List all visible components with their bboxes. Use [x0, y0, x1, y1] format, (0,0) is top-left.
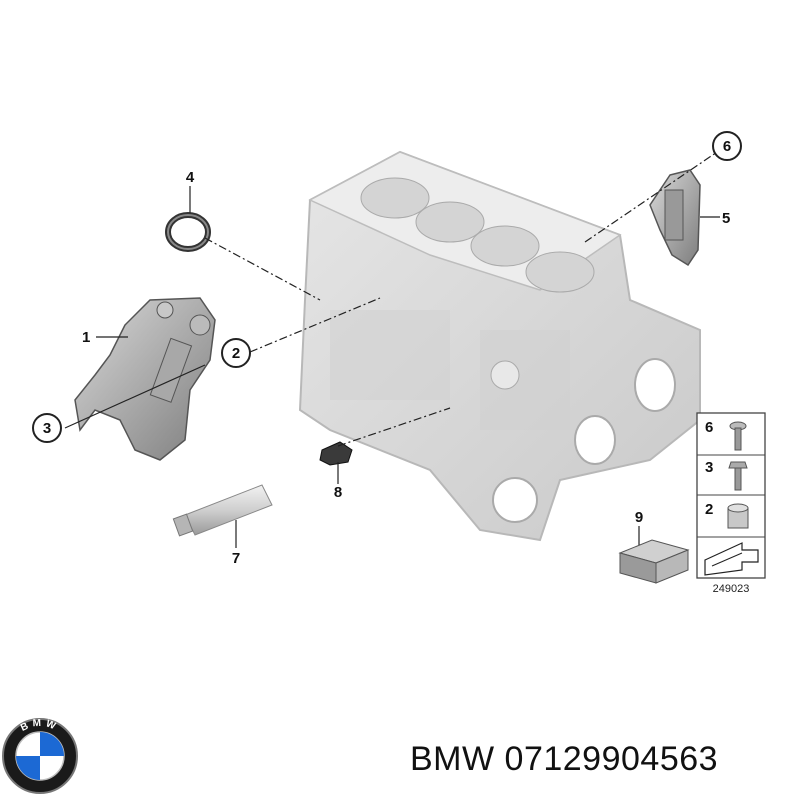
bracket-part-5: [649, 169, 701, 267]
sensor-part-8: [319, 441, 353, 466]
callout-6: 6: [712, 131, 742, 161]
diagram-code: 249023: [713, 583, 750, 595]
engine-block: [298, 150, 701, 542]
svg-text:9: 9: [635, 509, 643, 526]
part-caption: BMW 07129904563: [410, 740, 718, 779]
svg-text:8: 8: [334, 484, 342, 501]
svg-text:6: 6: [723, 138, 731, 155]
sealant-tube-part-7: [172, 484, 273, 537]
legend-item-3: 3: [705, 459, 713, 476]
callout-4: 4: [186, 169, 195, 186]
arrow-icon: [704, 542, 759, 576]
svg-text:3: 3: [43, 420, 51, 437]
legend-item-2: 2: [705, 501, 713, 518]
svg-text:7: 7: [232, 550, 240, 567]
o-ring-part-4: [165, 212, 211, 252]
bolt-icon: [728, 461, 748, 491]
callout-2: 2: [221, 338, 251, 368]
callout-1: 1: [82, 329, 90, 346]
svg-text:BMW: BMW: [19, 718, 61, 734]
callout-3: 3: [32, 413, 62, 443]
bracket-part-1: [74, 297, 216, 461]
callout-7: 7: [232, 550, 240, 567]
svg-text:5: 5: [722, 210, 730, 227]
bushing-icon: [727, 503, 749, 529]
svg-text:1: 1: [82, 329, 90, 346]
brand-name: BMW: [410, 740, 495, 778]
leader-lines: [64, 149, 721, 548]
legend-item-6: 6: [705, 419, 713, 436]
part-number: 07129904563: [504, 740, 719, 778]
bmw-logo-icon: BMW: [2, 718, 78, 794]
box-part-9: [618, 539, 690, 584]
callout-9: 9: [635, 509, 643, 526]
callout-5: 5: [722, 210, 730, 227]
svg-text:4: 4: [186, 169, 195, 186]
legend-box: 6 3 2: [696, 412, 766, 579]
screw-icon: [729, 421, 747, 451]
svg-text:2: 2: [232, 345, 240, 362]
callout-8: 8: [334, 484, 342, 501]
